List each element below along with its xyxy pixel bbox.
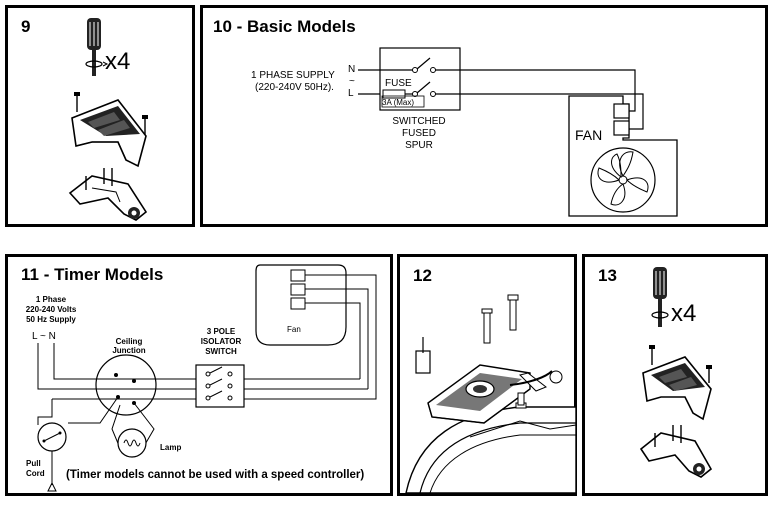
- spur-label-line3: SPUR: [405, 140, 433, 151]
- fan-terminal-housing-illustration: [405, 294, 577, 494]
- screwdriver-icon: [85, 18, 109, 76]
- screw-icon: [481, 308, 493, 344]
- supply-label-line1: 1 PHASE SUPPLY: [251, 70, 335, 81]
- switch-label-line1: 3 POLE: [206, 327, 236, 336]
- terminal-cover: [71, 99, 147, 168]
- ceiling-junction: [95, 354, 157, 416]
- screw-icon: [74, 92, 80, 112]
- switch-label-line3: SWITCH: [205, 347, 237, 356]
- terminal-cover: [642, 356, 712, 421]
- fuse-rating: 3A (Max): [382, 98, 415, 107]
- panel-11: 11 - Timer Models 1 Phase 220-240 Volts …: [5, 254, 393, 496]
- timer-note: (Timer models cannot be used with a spee…: [66, 469, 365, 481]
- spur-label-line1: SWITCHED: [392, 116, 446, 127]
- panel-10: 10 - Basic Models 1 PHASE SUPPLY (220-24…: [200, 5, 768, 227]
- pull-cord-label-line1: Pull: [26, 459, 41, 468]
- screw-icon: [142, 115, 148, 135]
- panel-number: 9: [21, 17, 31, 36]
- panel-12: 12: [397, 254, 577, 496]
- supply-label-line1: 1 Phase: [35, 295, 67, 304]
- screwdriver-icon: [651, 267, 669, 327]
- multiplier-label: x4: [105, 48, 130, 75]
- isolator-switch: [195, 364, 245, 408]
- pull-cord-label-line2: Cord: [26, 469, 45, 478]
- screw-icon: [507, 294, 519, 331]
- junction-label-line1: Ceiling: [115, 337, 143, 346]
- fan-cover-refit-illustration: x4: [639, 267, 713, 478]
- fan-unit-box: [255, 264, 347, 346]
- fuse-label: FUSE: [385, 78, 412, 89]
- panel-13: 13 x4: [582, 254, 768, 496]
- supply-label-line3: 50 Hz Supply: [26, 315, 76, 324]
- panel-number: 13: [598, 266, 617, 285]
- supply-terminal-tilde: ~: [349, 76, 355, 87]
- fuse-symbol: [382, 89, 406, 99]
- panel-title: 11 - Timer Models: [21, 265, 164, 284]
- lamp-label: Lamp: [160, 443, 182, 452]
- supply-terminal-l: L: [348, 88, 354, 99]
- multiplier-label: x4: [671, 300, 696, 327]
- terminal-base: [68, 168, 148, 221]
- panel-9: 9 x4: [5, 5, 195, 227]
- fan-label: Fan: [287, 325, 301, 334]
- junction-label-line2: Junction: [112, 346, 146, 355]
- fan-impeller-icon: [590, 147, 656, 213]
- screw-icon: [649, 345, 655, 365]
- fan-cover-assembly-illustration: x4: [68, 18, 148, 221]
- panel-number: 12: [413, 266, 432, 285]
- supply-label-line2: 220-240 Volts: [25, 305, 77, 314]
- screw-icon: [515, 392, 527, 409]
- basic-wiring-diagram: [358, 47, 678, 217]
- spur-box: [379, 47, 461, 111]
- timer-wiring-diagram: [37, 264, 377, 492]
- supply-label-line2: (220-240V 50Hz).: [255, 82, 334, 93]
- screw-icon: [706, 365, 712, 383]
- supply-terminals: L ~ N: [32, 331, 56, 342]
- switch-label-line2: ISOLATOR: [200, 337, 242, 346]
- fan-label: FAN: [575, 127, 603, 143]
- terminal-base: [639, 425, 713, 478]
- panel-title: 10 - Basic Models: [213, 17, 356, 36]
- fan-housing: [568, 95, 678, 217]
- spur-label-line2: FUSED: [402, 128, 436, 139]
- supply-terminal-n: N: [348, 64, 356, 75]
